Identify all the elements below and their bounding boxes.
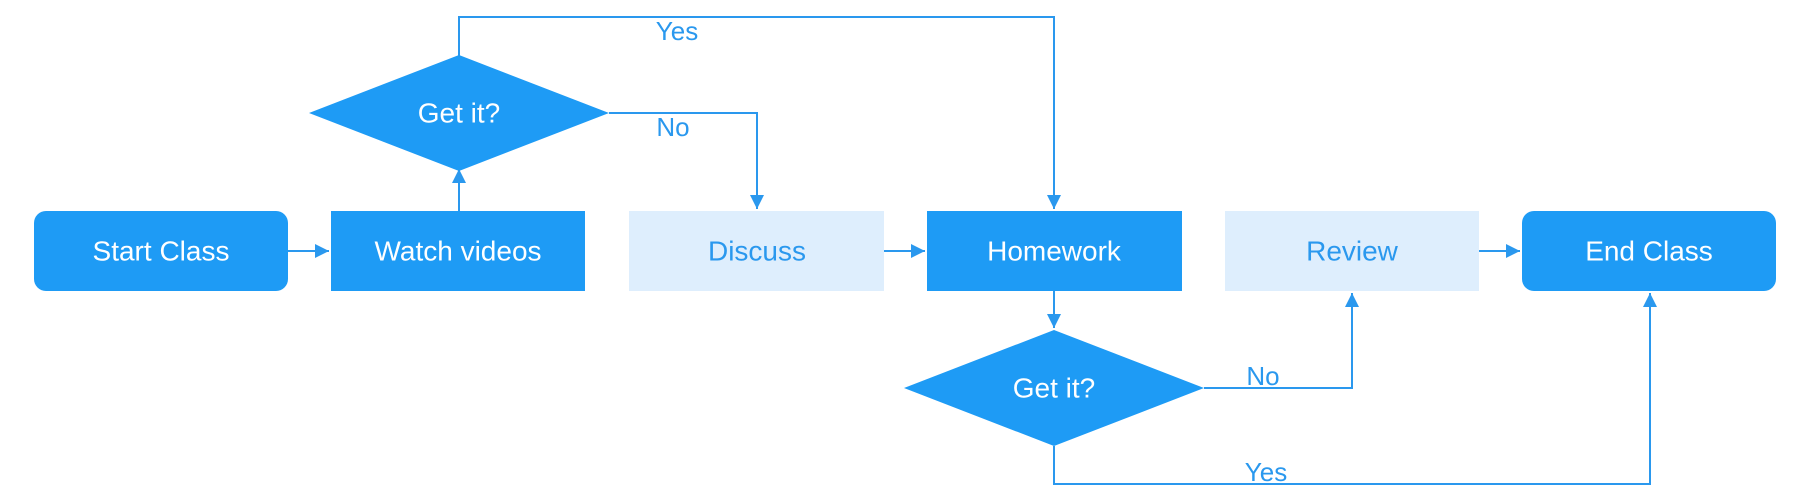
decision-2-shape bbox=[904, 330, 1204, 446]
decision-1-shape bbox=[309, 55, 609, 171]
end-class-shape bbox=[1522, 211, 1776, 291]
edge-decision2-yes-to-end bbox=[1053, 293, 1657, 485]
watch-videos-label: Watch videos bbox=[374, 236, 541, 267]
edge-label-decision2-no: No bbox=[1246, 361, 1279, 391]
start-class-shape bbox=[34, 211, 288, 291]
node-homework: Homework bbox=[927, 211, 1182, 291]
edge-label-decision1-no: No bbox=[656, 112, 689, 142]
edge-decision2-no-to-review bbox=[1204, 293, 1359, 389]
edge-label-decision2-yes: Yes bbox=[1245, 457, 1287, 487]
edge-decision1-yes-to-homework bbox=[458, 16, 1061, 209]
connectors bbox=[288, 16, 1657, 485]
edge-decision1-no-to-discuss bbox=[609, 112, 764, 209]
homework-shape bbox=[927, 211, 1182, 291]
node-discuss: Discuss bbox=[629, 211, 884, 291]
node-start-class: Start Class bbox=[34, 211, 288, 291]
end-class-label: End Class bbox=[1585, 236, 1713, 267]
edge-label-decision1-yes: Yes bbox=[656, 16, 698, 46]
discuss-shape bbox=[629, 211, 884, 291]
homework-label: Homework bbox=[987, 236, 1122, 267]
decision-1-label: Get it? bbox=[418, 98, 500, 129]
watch-videos-shape bbox=[331, 211, 585, 291]
node-review: Review bbox=[1225, 211, 1479, 291]
review-shape bbox=[1225, 211, 1479, 291]
discuss-label: Discuss bbox=[708, 236, 806, 267]
node-decision-get-it-1: Get it? bbox=[309, 55, 609, 171]
node-watch-videos: Watch videos bbox=[331, 211, 585, 291]
review-label: Review bbox=[1306, 236, 1399, 267]
decision-2-label: Get it? bbox=[1013, 373, 1095, 404]
node-end-class: End Class bbox=[1522, 211, 1776, 291]
start-class-label: Start Class bbox=[93, 236, 230, 267]
node-decision-get-it-2: Get it? bbox=[904, 330, 1204, 446]
